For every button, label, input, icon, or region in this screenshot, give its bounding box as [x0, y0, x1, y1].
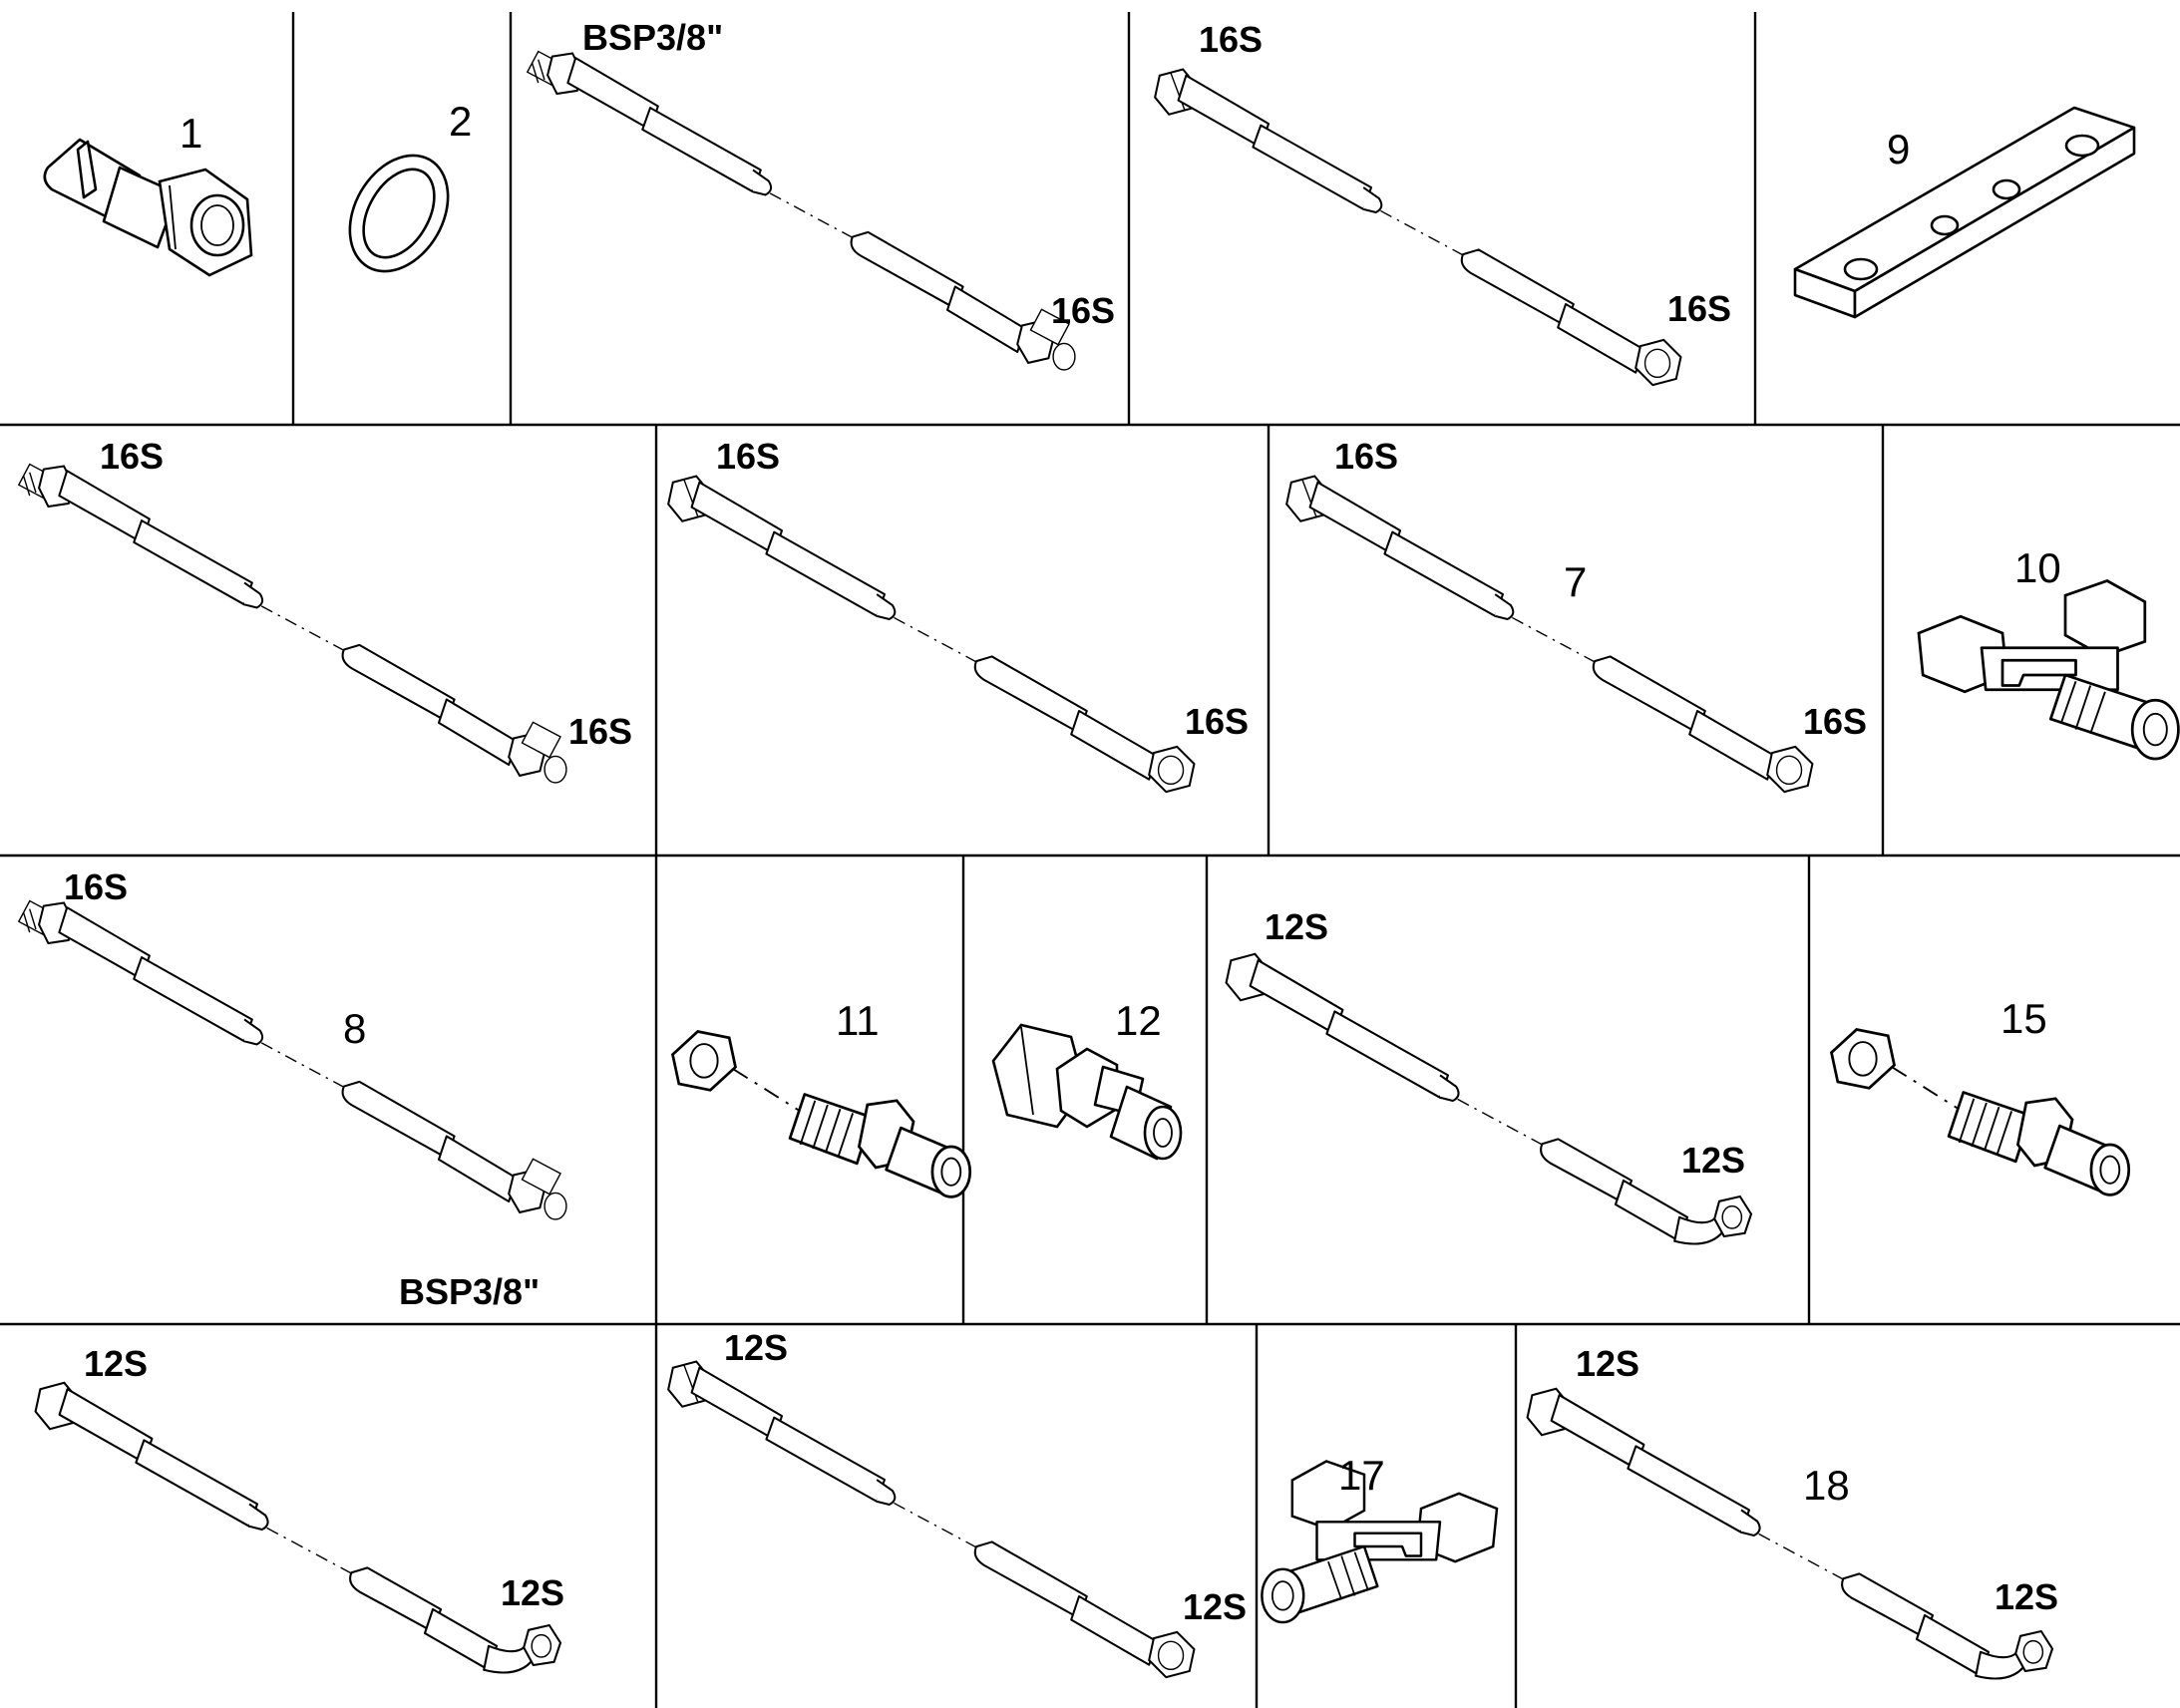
hose-end-label-b: 16S — [568, 711, 632, 752]
part-1-union: 1 — [43, 110, 253, 277]
part-2-seal-ring: 2 — [348, 98, 472, 273]
hose-end-label-b: 12S — [1183, 1586, 1247, 1627]
hose-end-label-a: 12S — [1576, 1343, 1639, 1384]
hose-end-label-b: 16S — [1051, 290, 1115, 331]
hose-end-label-b: 12S — [1995, 1576, 2058, 1617]
part-number-18: 18 — [1803, 1462, 1850, 1509]
part-18-hose-elbow: 12S 18 12S — [1526, 1343, 2058, 1680]
part-number-2: 2 — [449, 98, 472, 145]
part-number-10: 10 — [2014, 544, 2061, 591]
part-9-clamp-plate: 9 — [1793, 106, 2136, 319]
part-17-tee: 17 — [1261, 1452, 1499, 1624]
hose-end-label-b: 16S — [1185, 701, 1249, 742]
part-4-hose: 16S 16S — [1154, 19, 1731, 387]
hose-end-label-a: 16S — [1199, 19, 1263, 60]
part-number-7: 7 — [1564, 558, 1587, 605]
hose-end-label-a: 16S — [100, 436, 164, 477]
hose-end-label-b: 12S — [501, 1572, 564, 1613]
hose-elbow-12s-a: 12S 12S — [34, 1343, 564, 1674]
hose-straight-12s: 12S 12S — [667, 1327, 1247, 1679]
part-3-hose: BSP3/8" 16S — [526, 17, 1115, 371]
part-number-1: 1 — [180, 110, 202, 157]
hose-end-label-b: 12S — [1681, 1140, 1745, 1181]
hose-end-label-b: 16S — [1667, 288, 1731, 329]
hose-end-label-a: 12S — [84, 1343, 148, 1384]
grid-lines — [0, 12, 2180, 1708]
hose-end-label-a: BSP3/8" — [582, 17, 723, 58]
hose-end-label-a: 16S — [716, 436, 780, 477]
hose-end-label-a: 16S — [64, 866, 128, 907]
part-11-bulkhead-union: 11 — [671, 997, 972, 1198]
part-10-tee: 10 — [1917, 544, 2180, 761]
part-8-hose: 16S 8 BSP3/8" — [17, 866, 567, 1312]
hose-end-label-b: 16S — [1803, 701, 1867, 742]
part-number-15: 15 — [2000, 995, 2047, 1042]
part-number-17: 17 — [1338, 1452, 1385, 1499]
part-12-adapter: 12 — [991, 997, 1183, 1161]
hose-end-label-b: BSP3/8" — [399, 1271, 540, 1312]
part-number-12: 12 — [1115, 997, 1162, 1044]
part-13-hose-elbow: 12S 12S — [1225, 906, 1753, 1245]
hose-end-label-a: 16S — [1334, 436, 1398, 477]
part-number-9: 9 — [1887, 126, 1910, 172]
part-5-hose: 16S 16S — [17, 436, 632, 784]
hose-end-label-a: 12S — [724, 1327, 788, 1368]
part-15-bulkhead-union: 15 — [1830, 995, 2131, 1196]
part-6-hose: 16S 16S — [667, 436, 1249, 794]
part-number-11: 11 — [836, 997, 880, 1044]
part-7-hose: 16S 7 16S — [1285, 436, 1867, 794]
hose-end-label-a: 12S — [1265, 906, 1328, 947]
part-number-8: 8 — [343, 1005, 366, 1052]
